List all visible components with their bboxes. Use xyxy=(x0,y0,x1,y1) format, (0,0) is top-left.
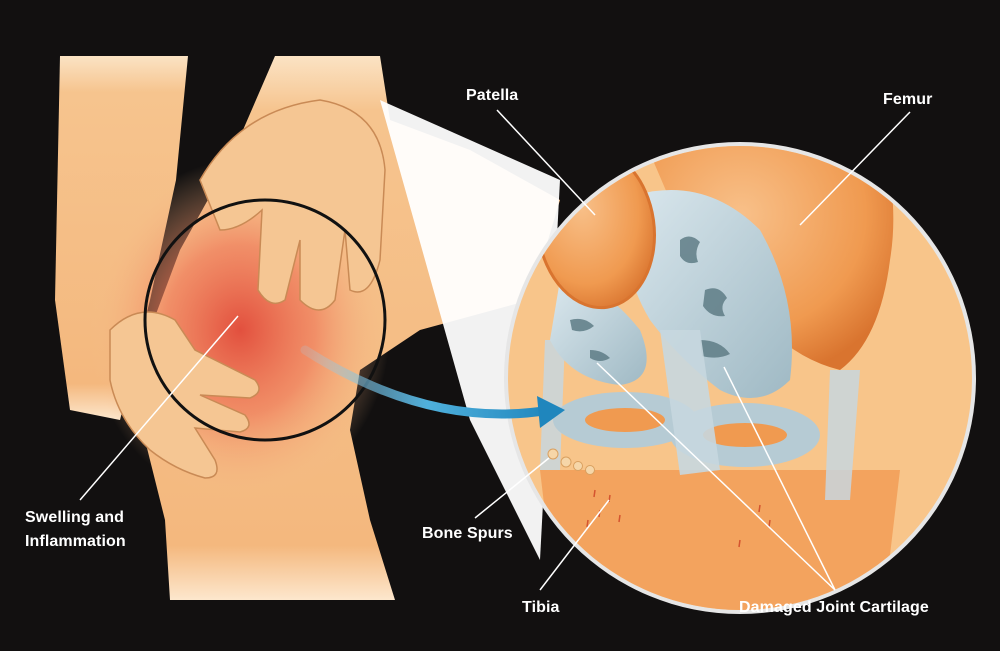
callout-circle xyxy=(143,198,387,442)
zoom-arrow xyxy=(300,345,555,419)
joint-closeup xyxy=(535,146,900,610)
label-damaged-cartilage: Damaged Joint Cartilage xyxy=(739,599,929,616)
leader-lines xyxy=(79,109,911,591)
label-swelling-line1: Swelling and xyxy=(25,509,124,526)
cartilage-damage xyxy=(570,236,730,361)
hand-top xyxy=(199,99,386,311)
tibia-specks xyxy=(586,489,771,548)
hand-side xyxy=(109,311,260,479)
label-femur: Femur xyxy=(883,91,933,108)
bone-spurs xyxy=(547,448,595,475)
label-bone-spurs: Bone Spurs xyxy=(422,525,513,542)
arrow-head xyxy=(537,396,565,428)
label-patella: Patella xyxy=(466,87,519,104)
label-tibia: Tibia xyxy=(522,599,560,616)
label-swelling-line2: Inflammation xyxy=(25,533,126,550)
label-swelling: Swelling and Inflammation xyxy=(25,506,155,554)
